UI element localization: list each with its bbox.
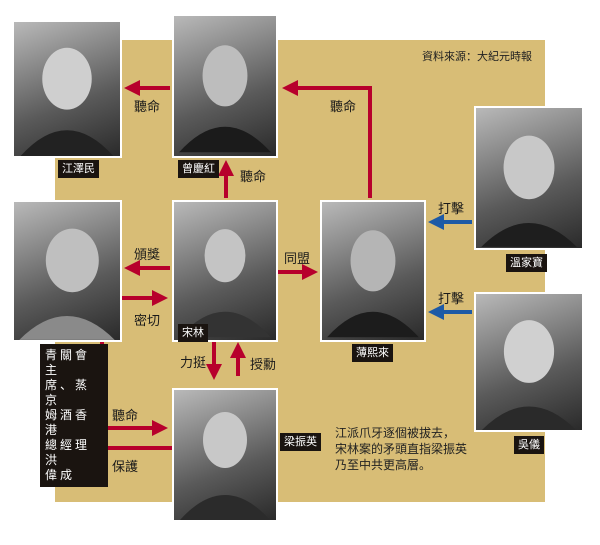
photo-wen — [474, 106, 584, 250]
photo-leung — [172, 388, 278, 522]
left-person-caption: 青關會主 席、蒸京 姆酒香港 總經理洪 偉成 — [40, 344, 108, 487]
name-jiang: 江澤民 — [58, 160, 99, 178]
caption-line: 青關會主 — [45, 348, 91, 377]
label-wu-to-bo: 打擊 — [438, 292, 465, 307]
label-leung-to-left: 保護 — [112, 460, 139, 475]
name-song: 宋林 — [178, 324, 208, 342]
photo-song — [172, 200, 278, 342]
photo-wu — [474, 292, 584, 432]
label-leung-to-song: 授勳 — [250, 358, 277, 373]
caption-line: 席、蒸京 — [45, 378, 91, 407]
name-wen: 溫家寶 — [506, 254, 547, 272]
label-left-to-leung: 聽命 — [112, 409, 139, 424]
summary-note: 江派爪牙逐個被拔去， 宋林案的矛頭直指梁振英 乃至中共更高層。 — [335, 425, 467, 473]
name-zeng: 曾慶紅 — [178, 160, 219, 178]
label-song-to-leung: 力挺 — [180, 356, 207, 371]
caption-line: 偉成 — [45, 468, 76, 482]
name-leung: 梁振英 — [280, 433, 321, 451]
name-wu: 吳儀 — [514, 436, 544, 454]
label-wen-to-bo: 打擊 — [438, 202, 465, 217]
photo-bo — [320, 200, 426, 342]
photo-jiang — [12, 20, 122, 158]
source-credit: 資料來源：大紀元時報 — [422, 50, 532, 63]
photo-left-person — [12, 200, 122, 342]
label-bo-to-zeng: 聽命 — [330, 100, 357, 115]
caption-line: 姆酒香港 — [45, 408, 91, 437]
note-line: 宋林案的矛頭直指梁振英 — [335, 442, 468, 456]
caption-line: 總經理洪 — [45, 438, 91, 467]
label-song-to-zeng: 聽命 — [240, 170, 267, 185]
photo-zeng — [172, 14, 278, 158]
label-zeng-to-jiang: 聽命 — [134, 100, 161, 115]
arrow-bo-to-zeng — [282, 80, 372, 198]
label-song-bo: 同盟 — [284, 252, 311, 267]
label-song-to-left: 頒獎 — [134, 248, 161, 263]
name-bo: 薄熙來 — [352, 344, 393, 362]
note-line: 江派爪牙逐個被拔去， — [335, 426, 456, 440]
note-line: 乃至中共更高層。 — [335, 458, 432, 472]
label-left-to-song: 密切 — [134, 314, 161, 329]
